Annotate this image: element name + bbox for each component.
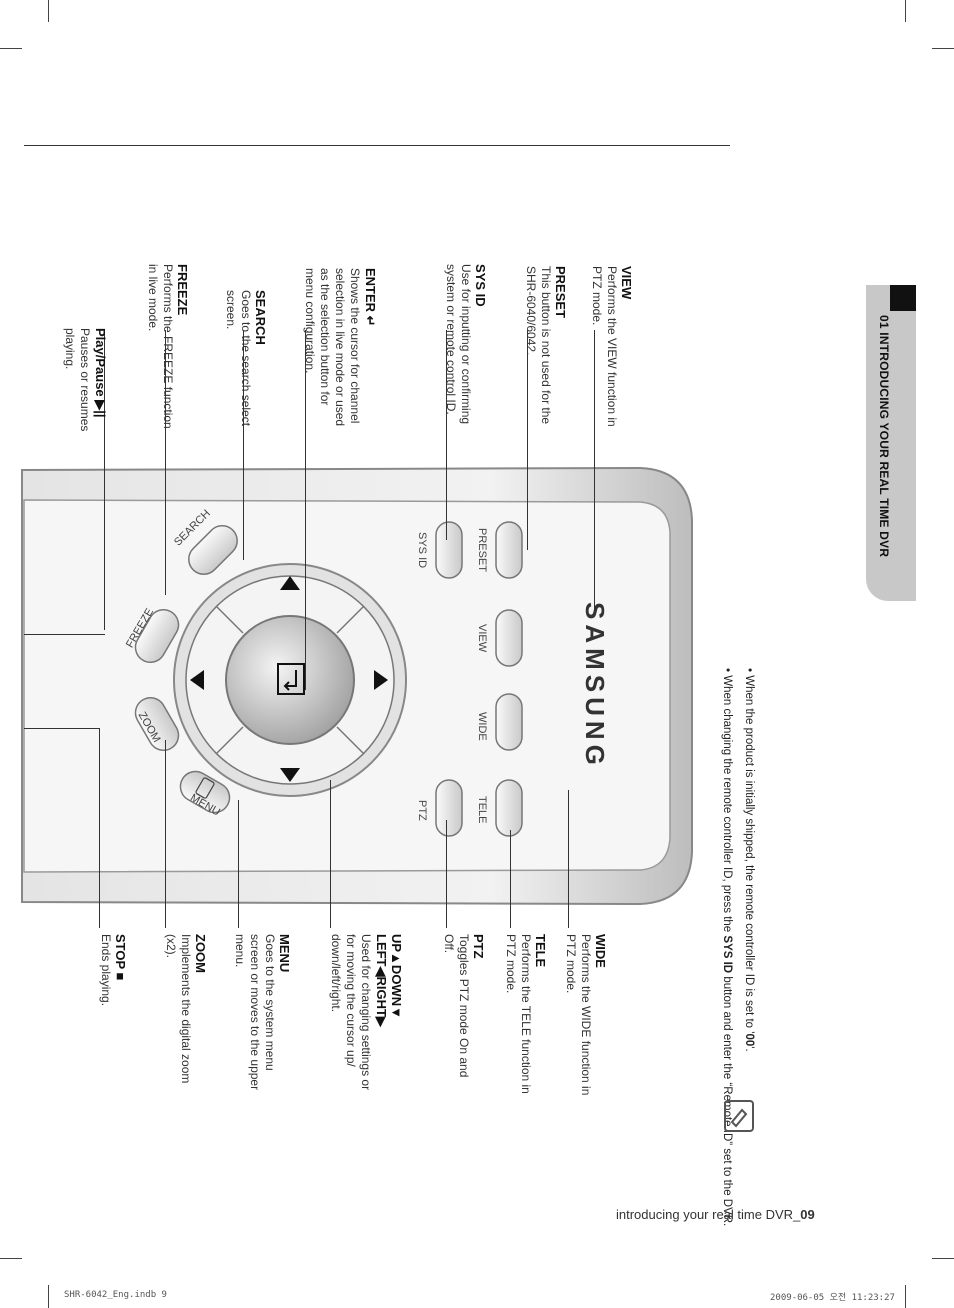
- crop-mark: [905, 0, 906, 22]
- chapter-tab-label: 01 INTRODUCING YOUR REAL TIME DVR: [877, 315, 891, 558]
- leader-line: [594, 330, 595, 616]
- d-pad: [173, 563, 407, 797]
- leader-line: [527, 330, 528, 550]
- label-stop: STOP ■ Ends playing.: [99, 934, 128, 1007]
- label-play-pause: Play/Pause ▶|| Pauses or resumes playing…: [63, 328, 108, 432]
- enter-button: [225, 615, 355, 745]
- label-enter: ENTER ↵ Shows the cursor for channel sel…: [303, 268, 378, 427]
- crop-mark: [0, 1258, 22, 1259]
- leader-line: [165, 330, 166, 595]
- menu-icon: [195, 777, 215, 799]
- label-wide: WIDE Performs the WIDE function in PTZ m…: [564, 934, 608, 1096]
- label-search: SEARCH Goes to the search select screen.: [224, 290, 268, 427]
- note-item: • When the product is initially shipped,…: [743, 668, 755, 1052]
- label-sys-id: SYS ID Use for inputting or confirming s…: [444, 264, 488, 425]
- page-footer: introducing your real time DVR_09: [616, 1207, 815, 1222]
- left-arrow-icon: [190, 670, 204, 690]
- leader-line: [165, 740, 166, 928]
- leader-line: [446, 820, 447, 928]
- crop-mark: [0, 48, 22, 49]
- label-freeze: FREEZE Performs the FREEZE function in l…: [146, 264, 190, 429]
- label-preset: PRESET This button is not used for the S…: [524, 266, 568, 425]
- leader-line: [305, 330, 306, 690]
- up-arrow-icon: [280, 576, 300, 590]
- remote-label-sys-id: SYS ID: [416, 532, 428, 569]
- leader-line: [510, 830, 511, 928]
- remote-buttons: [134, 521, 523, 837]
- label-zoom: ZOOM Implements the digital zoom (x2).: [164, 934, 208, 1084]
- chapter-tab: [866, 285, 916, 601]
- imprint-file: SHR-6042_Eng.indb 9: [64, 1290, 167, 1300]
- remote-controller-illustration: [21, 466, 693, 906]
- down-arrow-icon: [280, 768, 300, 782]
- label-ptz: PTZ Toggles PTZ mode On and Off.: [442, 934, 486, 1078]
- imprint-date: 2009-06-05 오전 11:23:27: [770, 1293, 895, 1303]
- remote-label-ptz: PTZ: [416, 800, 428, 821]
- crop-mark: [932, 48, 954, 49]
- crop-mark: [905, 1285, 906, 1308]
- leader-line: [330, 780, 331, 928]
- chapter-tab-marker: [890, 285, 916, 311]
- note-item: • When changing the remote controller ID…: [721, 668, 733, 1227]
- remote-label-tele: TELE: [476, 796, 488, 824]
- header-rule: [24, 145, 730, 146]
- right-arrow-icon: [374, 670, 388, 690]
- leader-line: [24, 728, 100, 729]
- leader-line: [446, 330, 447, 540]
- crop-mark: [48, 0, 49, 22]
- leader-line: [568, 790, 569, 928]
- crop-mark: [48, 1285, 49, 1308]
- label-tele: TELE Performs the TELE function in PTZ m…: [504, 934, 548, 1094]
- label-view: VIEW Performs the VIEW function in PTZ m…: [590, 266, 634, 427]
- remote-label-wide: WIDE: [476, 712, 488, 741]
- remote-label-view: VIEW: [476, 624, 488, 653]
- label-direction-keys: UP▲DOWN▼ LEFT◀RIGHT▶ Used for changing s…: [329, 934, 404, 1091]
- brand-logo: SAMSUNG: [580, 602, 610, 770]
- remote-label-preset: PRESET: [476, 528, 488, 573]
- label-menu: MENU Goes to the system menu screen or m…: [233, 934, 292, 1091]
- leader-line: [243, 330, 244, 560]
- note-icon: [724, 1100, 754, 1132]
- notes-block: • When the product is initially shipped,…: [716, 668, 760, 1226]
- leader-line: [24, 634, 105, 635]
- leader-line: [99, 728, 100, 928]
- enter-icon: [277, 663, 305, 695]
- leader-line: [238, 800, 239, 928]
- leader-line: [104, 330, 105, 630]
- crop-mark: [932, 1258, 954, 1259]
